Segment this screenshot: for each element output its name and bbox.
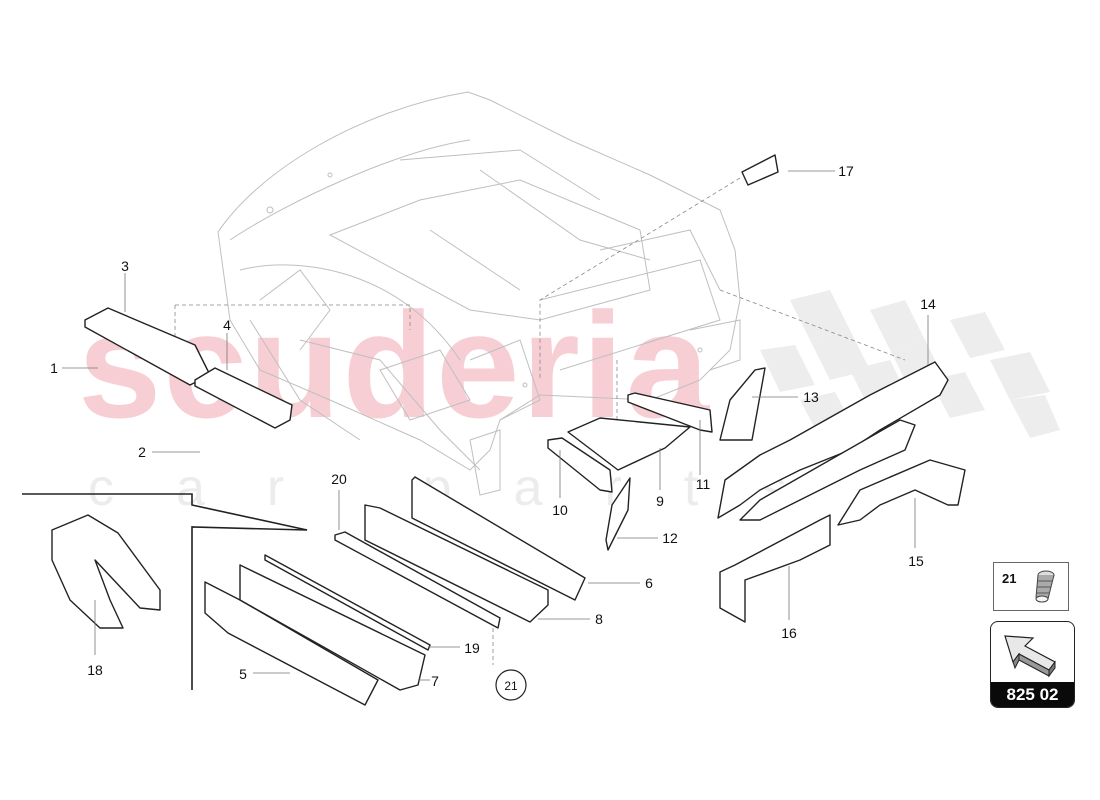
detail-inset-frame	[22, 493, 308, 690]
fastener-legend-number: 21	[1002, 571, 1017, 586]
part-14-lower	[739, 419, 916, 521]
checkered-flag-watermark	[760, 290, 1060, 438]
arrow-3d-icon	[1004, 635, 1056, 678]
callout-17[interactable]: 17	[838, 163, 854, 179]
part-20	[334, 531, 501, 629]
callout-9[interactable]: 9	[656, 493, 664, 509]
part-9	[567, 417, 691, 471]
callout-1[interactable]: 1	[50, 360, 58, 376]
part-16	[719, 514, 831, 623]
callout-18[interactable]: 18	[87, 662, 103, 678]
callout-15[interactable]: 15	[908, 553, 924, 569]
callout-7[interactable]: 7	[431, 673, 439, 689]
part-15	[837, 459, 966, 526]
part-3	[84, 307, 211, 386]
part-8	[364, 504, 549, 623]
callout-16[interactable]: 16	[781, 625, 797, 641]
part-4	[194, 367, 293, 429]
page-code: 825 02	[991, 682, 1074, 707]
callout-5[interactable]: 5	[239, 666, 247, 682]
part-14	[717, 361, 949, 519]
part-18	[51, 514, 161, 629]
callout-19[interactable]: 19	[464, 640, 480, 656]
callout-14[interactable]: 14	[920, 296, 936, 312]
callout-2[interactable]: 2	[138, 444, 146, 460]
part-17	[741, 154, 779, 186]
car-body-frame	[217, 91, 741, 496]
callout-6[interactable]: 6	[645, 575, 653, 591]
callout-12[interactable]: 12	[662, 530, 678, 546]
part-10	[547, 437, 613, 493]
callout-13[interactable]: 13	[803, 389, 819, 405]
callout-circle-21	[495, 669, 527, 701]
part-7	[239, 564, 426, 691]
part-11	[627, 392, 713, 433]
part-19	[264, 554, 431, 651]
part-13	[719, 367, 766, 441]
page-navigation-button[interactable]: 825 02	[990, 621, 1075, 708]
projection-lines	[174, 177, 906, 665]
part-12	[605, 477, 631, 551]
rivet-nut-icon	[1035, 570, 1055, 603]
leader-lines	[62, 170, 929, 681]
callout-21[interactable]: 21	[504, 679, 518, 693]
part-outlines	[51, 154, 966, 706]
part-6	[411, 476, 586, 601]
fastener-legend[interactable]: 21	[993, 562, 1069, 611]
callout-3[interactable]: 3	[121, 258, 129, 274]
callout-10[interactable]: 10	[552, 502, 568, 518]
callout-8[interactable]: 8	[595, 611, 603, 627]
callout-20[interactable]: 20	[331, 471, 347, 487]
callout-11[interactable]: 11	[695, 476, 711, 492]
callout-4[interactable]: 4	[223, 317, 231, 333]
